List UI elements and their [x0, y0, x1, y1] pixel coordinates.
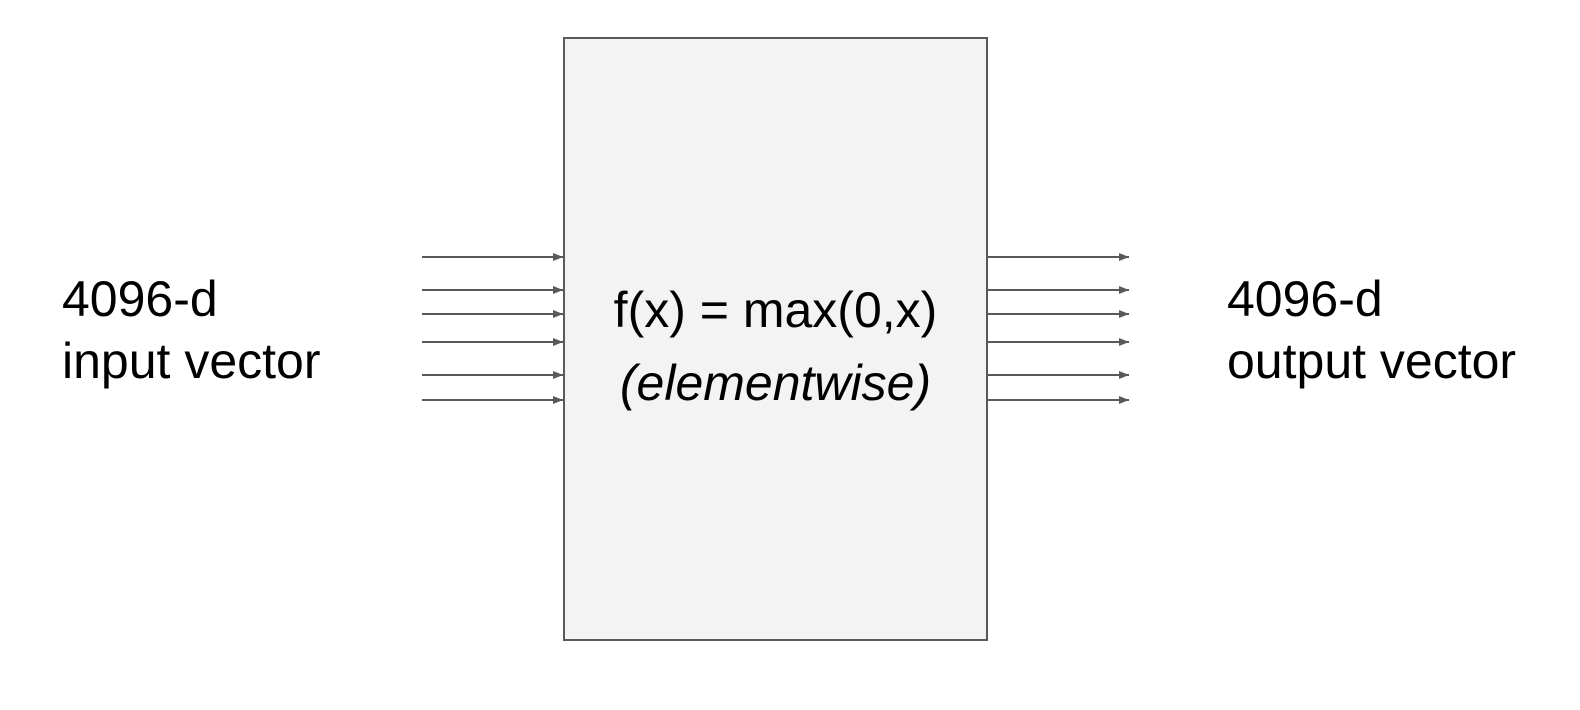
input-vector-label: 4096-d input vector	[62, 268, 320, 392]
relu-formula: f(x) = max(0,x)	[613, 282, 938, 338]
output-vector-label: 4096-d output vector	[1227, 268, 1516, 392]
elementwise-note: (elementwise)	[619, 355, 932, 411]
output-dimension-text: 4096-d	[1227, 271, 1383, 327]
input-dimension-text: 4096-d	[62, 271, 218, 327]
relu-function-box: f(x) = max(0,x) (elementwise)	[563, 37, 988, 641]
input-vector-text: input vector	[62, 333, 321, 389]
output-vector-text: output vector	[1227, 333, 1517, 389]
